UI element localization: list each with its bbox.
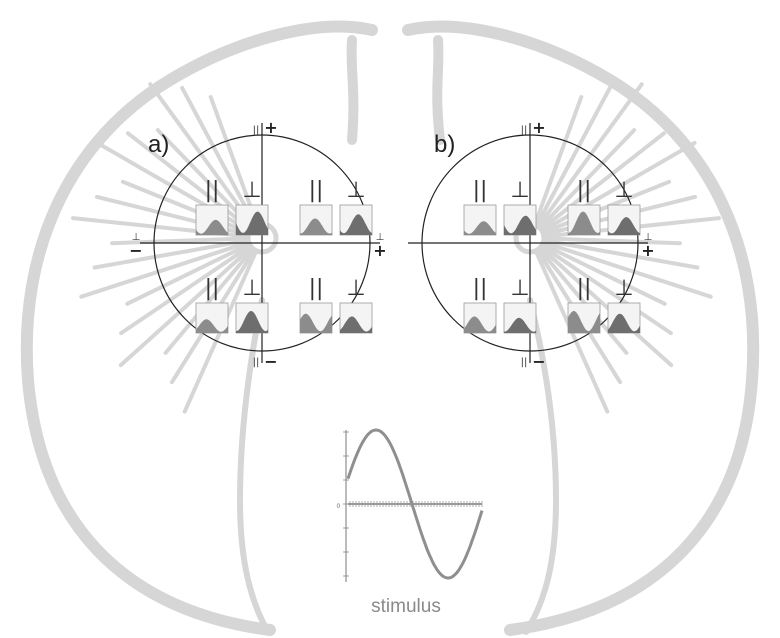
stimulus-label: stimulus <box>371 596 441 617</box>
fiber-ray <box>528 128 637 240</box>
fiber-ray <box>528 236 667 306</box>
fiber-ray <box>95 194 264 240</box>
panel-b-quadrant-top-left: || ⊥ <box>463 178 537 236</box>
stimulus-zero-label: 0 <box>337 504 341 510</box>
panel-b-axis-bottom-mark: || <box>521 357 528 368</box>
response-trace-parallel <box>568 211 600 235</box>
panel-a-axis-right-mark: ⊥ <box>376 232 385 243</box>
response-trace-perpendicular <box>340 214 372 235</box>
stimulus-plot: 0 stimulus <box>337 428 484 617</box>
fiber-ray <box>79 236 264 299</box>
fiber-ray <box>528 236 682 246</box>
fiber-ray <box>118 236 264 368</box>
panel-b-quadrant-top-right: || ⊥ <box>567 178 641 236</box>
fiber-ray <box>528 141 697 240</box>
panel-a-quadrant-bottom-right: || ⊥ <box>299 276 373 334</box>
background-fibers <box>71 82 721 414</box>
right-antenna <box>432 35 445 145</box>
panel-b: b)||+||−⊥+||⊥||⊥||⊥||⊥ <box>408 118 655 371</box>
response-trace-perpendicular <box>608 313 640 333</box>
background-animal-silhouette <box>20 20 760 636</box>
fiber-ray <box>528 236 674 368</box>
panel-a-bottom-left-parallel-symbol: || <box>205 276 220 301</box>
panel-b-bottom-right-perpendicular-symbol: ⊥ <box>614 276 633 301</box>
panel-a-axis-bottom-mark: || <box>253 357 260 368</box>
panel-b-axis-top-sign: + <box>532 118 545 137</box>
response-trace-perpendicular <box>608 217 640 235</box>
response-trace-parallel <box>568 311 600 333</box>
panel-a-quadrant-top-right: || ⊥ <box>299 178 373 236</box>
left-antenna <box>346 35 359 145</box>
fiber-ray <box>119 236 264 336</box>
panel-a-axis-right-sign: + <box>373 241 386 260</box>
fiber-ray <box>528 236 713 299</box>
panel-b-top-left-perpendicular-symbol: ⊥ <box>510 178 529 203</box>
response-trace-parallel <box>464 316 496 333</box>
stimulus-x-axis-ticks <box>348 501 483 507</box>
panel-a-axis-top-mark: || <box>253 125 260 136</box>
panel-a-bottom-right-parallel-symbol: || <box>309 276 324 301</box>
fiber-ray <box>125 236 264 306</box>
panel-b-axis-top-mark: || <box>521 125 528 136</box>
response-trace-parallel <box>196 319 228 333</box>
panel-b-bottom-left-parallel-symbol: || <box>473 276 488 301</box>
response-trace-perpendicular <box>504 317 536 333</box>
panel-b-top-left-parallel-symbol: || <box>473 178 488 203</box>
response-trace-perpendicular <box>340 316 372 333</box>
stimulus-sine-wave <box>346 428 484 580</box>
panel-a-top-right-perpendicular-symbol: ⊥ <box>346 178 365 203</box>
fiber-ray <box>71 216 264 240</box>
response-trace-perpendicular <box>504 215 536 235</box>
panel-b-top-right-perpendicular-symbol: ⊥ <box>614 178 633 203</box>
panels: a)||+||−⊥−⊥+||⊥||⊥||⊥||⊥b)||+||−⊥+||⊥||⊥… <box>129 118 654 371</box>
fiber-ray <box>528 95 584 240</box>
response-trace-perpendicular <box>236 211 268 235</box>
panel-a-quadrant-bottom-left: || ⊥ <box>195 276 269 334</box>
response-trace-parallel <box>464 221 496 235</box>
panel-b-axis-right-mark: ⊥ <box>644 232 653 243</box>
left-nerve-cord <box>236 297 271 635</box>
panel-a-top-right-parallel-symbol: || <box>309 178 324 203</box>
panel-a-axis-bottom-sign: − <box>264 352 277 371</box>
fiber-ray <box>528 236 629 355</box>
response-trace-parallel <box>300 218 332 235</box>
panel-a-axis-top-sign: + <box>264 118 277 137</box>
panel-b-bottom-left-perpendicular-symbol: ⊥ <box>510 276 529 301</box>
fiber-ray <box>163 236 264 355</box>
panel-b-top-right-parallel-symbol: || <box>577 178 592 203</box>
fiber-ray <box>528 82 644 240</box>
response-trace-parallel <box>196 219 228 235</box>
panel-b-axis-right-sign: + <box>641 241 654 260</box>
fiber-ray <box>110 236 264 246</box>
panel-a-bottom-left-perpendicular-symbol: ⊥ <box>242 276 261 301</box>
panel-a-top-left-parallel-symbol: || <box>205 178 220 203</box>
panel-a-label: a) <box>148 131 169 158</box>
panel-a-quadrant-top-left: || ⊥ <box>195 178 269 236</box>
panel-b-bottom-right-parallel-symbol: || <box>577 276 592 301</box>
response-trace-perpendicular <box>236 311 268 333</box>
panel-a: a)||+||−⊥−⊥+||⊥||⊥||⊥||⊥ <box>129 118 386 371</box>
body-outline <box>20 20 760 636</box>
right-nerve-cord <box>523 297 560 635</box>
fiber-ray <box>528 85 612 240</box>
panel-a-top-left-perpendicular-symbol: ⊥ <box>242 178 261 203</box>
panel-b-axis-bottom-sign: − <box>532 352 545 371</box>
panel-b-label: b) <box>434 131 455 158</box>
panel-a-bottom-right-perpendicular-symbol: ⊥ <box>346 276 365 301</box>
panel-a-axis-left-mark: ⊥ <box>132 232 141 243</box>
response-trace-parallel <box>300 313 332 333</box>
panel-b-quadrant-bottom-right: || ⊥ <box>567 276 641 334</box>
panel-b-quadrant-bottom-left: || ⊥ <box>463 276 537 334</box>
fiber-ray <box>528 236 673 336</box>
fiber-ray <box>95 141 264 240</box>
fiber-ray <box>528 131 666 240</box>
panel-a-axis-left-sign: − <box>129 241 142 260</box>
